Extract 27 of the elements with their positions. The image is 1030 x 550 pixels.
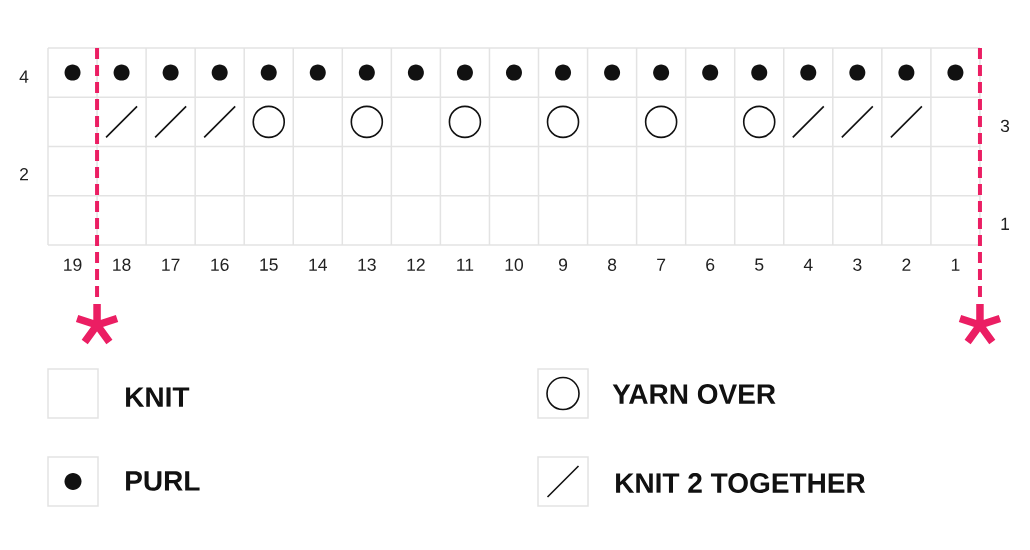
column-number: 15 — [260, 258, 278, 271]
row-number: 1 — [1001, 217, 1009, 230]
row-number: 4 — [19, 70, 29, 83]
column-number: 2 — [902, 258, 911, 271]
column-number: 4 — [803, 258, 813, 271]
column-number: 9 — [559, 258, 568, 271]
column-number: 16 — [211, 258, 229, 271]
column-number: 14 — [309, 258, 327, 271]
legend-label: KNIT 2 TOGETHER — [616, 473, 866, 493]
column-number: 3 — [853, 258, 862, 271]
legend-label: YARN OVER — [612, 384, 776, 404]
column-number: 13 — [358, 258, 376, 271]
column-number: 6 — [706, 258, 715, 271]
row-number: 2 — [20, 168, 28, 181]
legend-label: KNIT — [126, 387, 190, 407]
column-number: 12 — [407, 258, 425, 271]
column-number: 5 — [755, 258, 764, 271]
row-number: 3 — [1000, 119, 1010, 133]
column-number: 17 — [162, 258, 180, 271]
column-number: 1 — [951, 258, 960, 271]
legend-label: PURL — [126, 471, 200, 491]
column-number: 8 — [607, 258, 617, 271]
column-number: 19 — [64, 258, 82, 271]
column-number: 11 — [457, 258, 474, 271]
column-number: 7 — [657, 258, 666, 271]
column-number: 10 — [505, 258, 523, 271]
column-number: 18 — [113, 258, 131, 271]
